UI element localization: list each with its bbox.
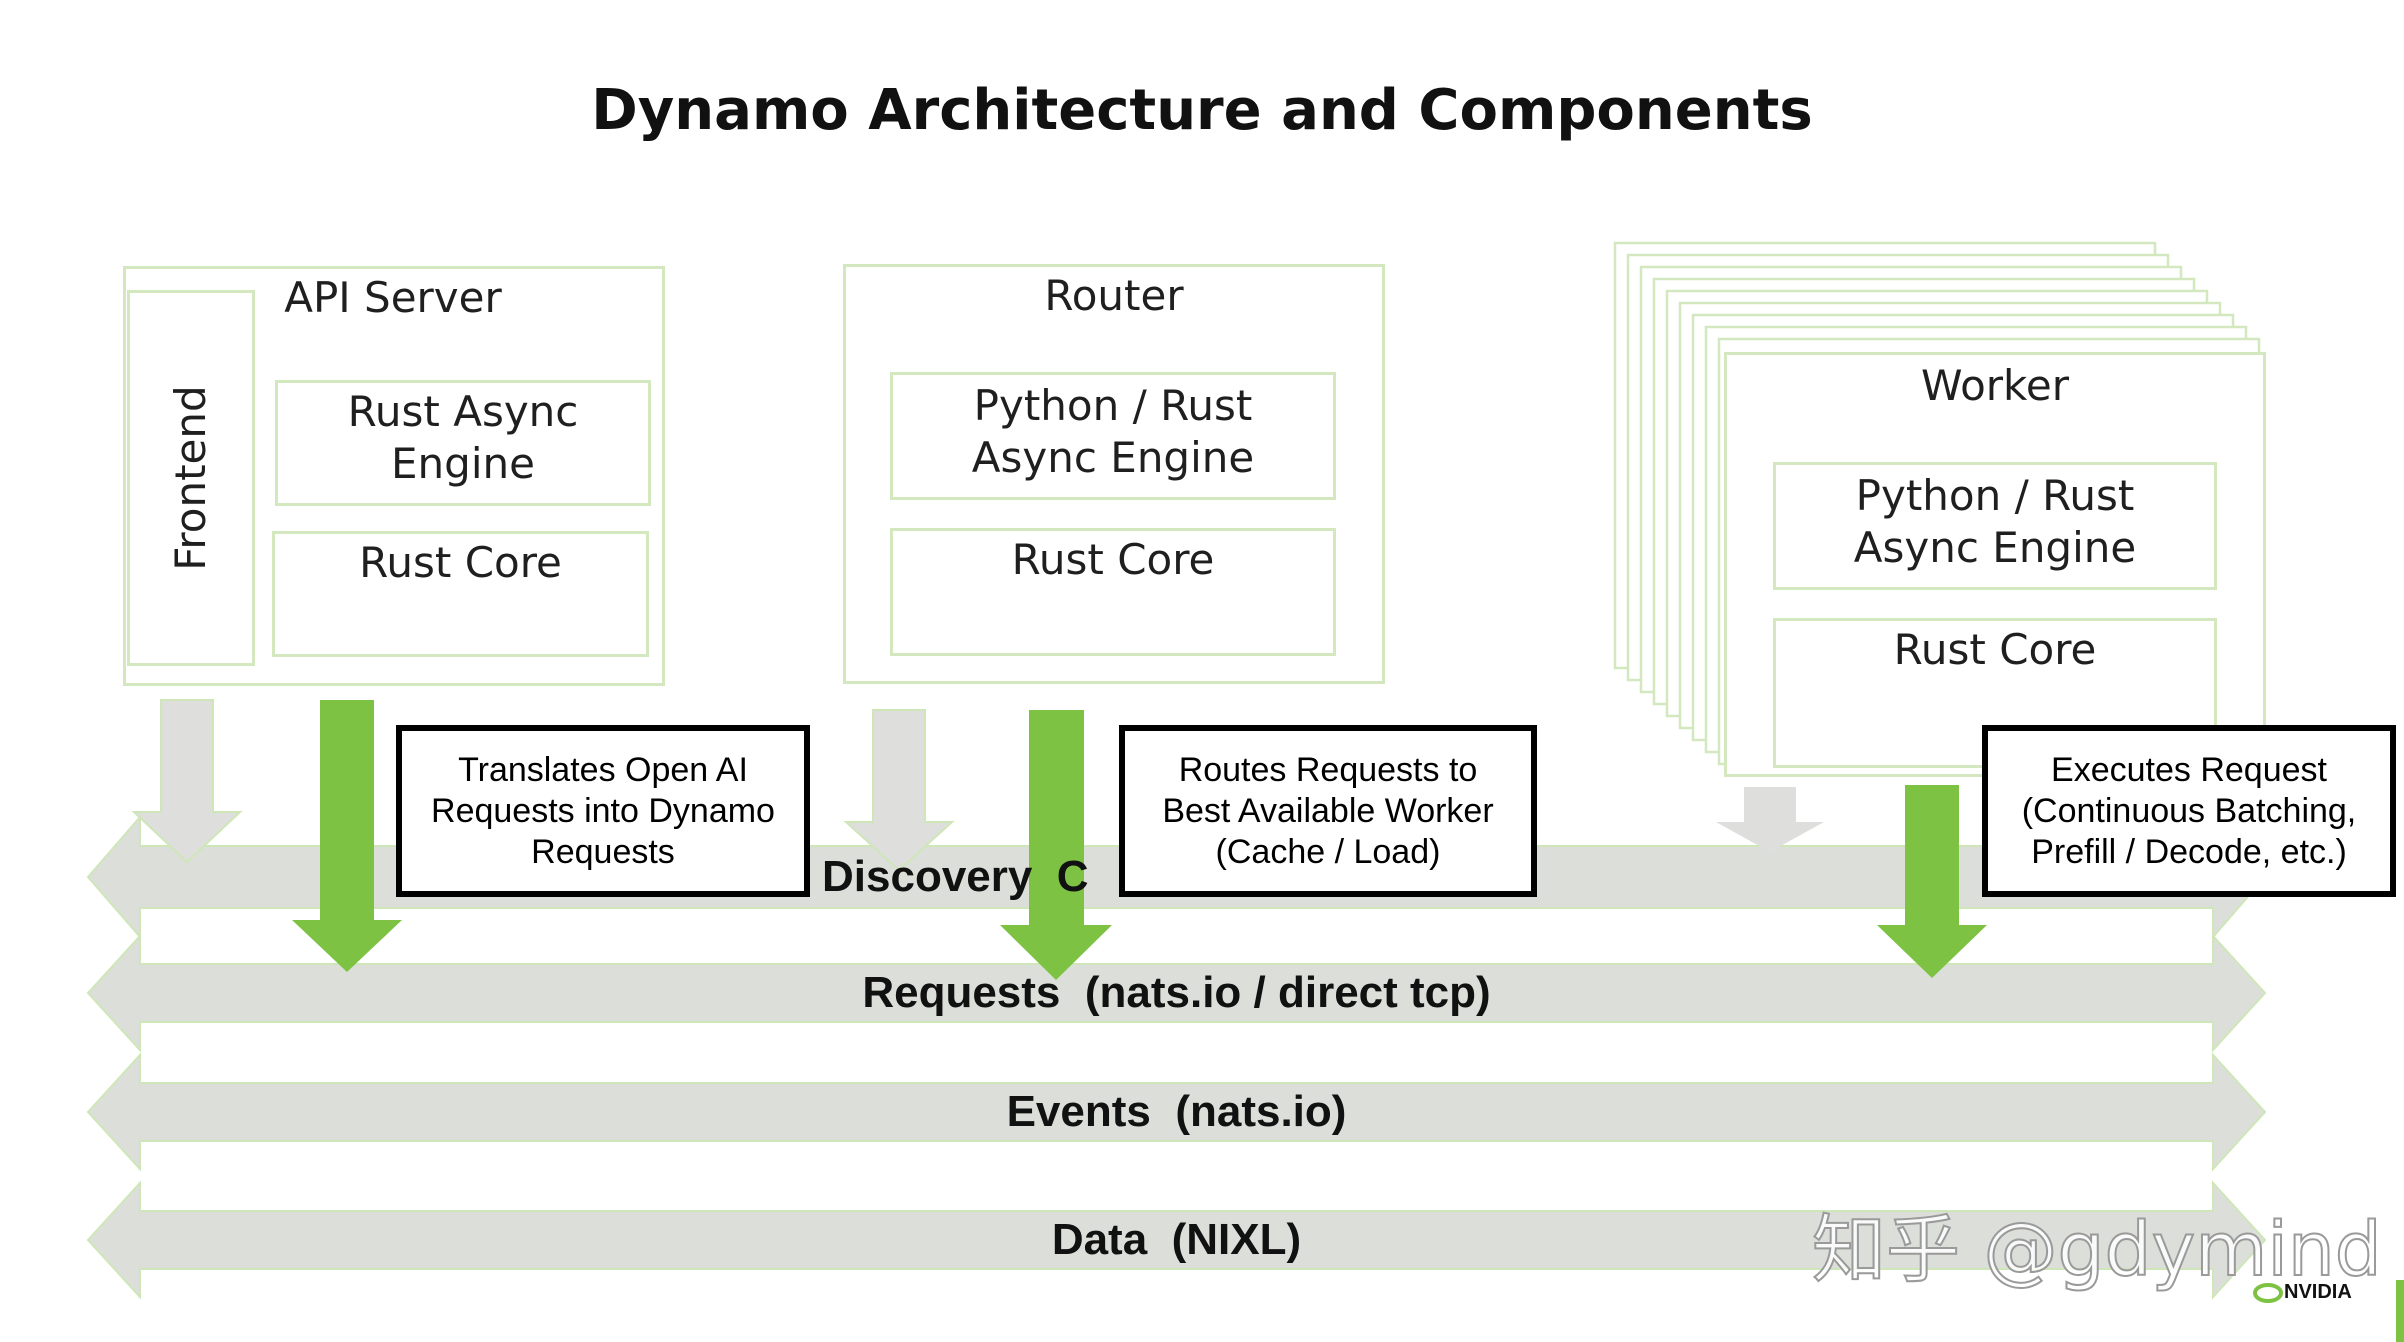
bus-requests-label: Requests (nats.io / direct tcp) xyxy=(862,968,1491,1017)
requests-down-arrow-worker xyxy=(1877,785,1987,978)
bus-requests-arrow xyxy=(86,933,2267,1053)
api-server-callout: Translates Open AI Requests into Dynamo … xyxy=(396,725,810,897)
discovery-down-arrow-worker xyxy=(1716,787,1824,852)
api-server-engine-label: Rust Async Engine xyxy=(347,387,579,488)
discovery-down-arrow-api xyxy=(131,699,243,864)
router-engine-box xyxy=(890,372,1336,500)
page-title: Dynamo Architecture and Components xyxy=(591,78,1813,143)
requests-down-arrow-router xyxy=(1000,710,1112,980)
worker-callout: Executes Request (Continuous Batching, P… xyxy=(1982,725,2396,897)
router-engine-label: Python / Rust Async Engine xyxy=(971,381,1255,482)
nvidia-brand: NVIDIA xyxy=(2284,1281,2352,1303)
worker-core-label: Rust Core xyxy=(1893,625,2097,674)
watermark-text: 知乎 @gdymind xyxy=(1811,1206,2383,1294)
api-server-engine-box xyxy=(275,380,651,506)
bus-data-arrow xyxy=(86,1180,2267,1300)
router-core-label: Rust Core xyxy=(1011,535,1215,584)
router-core-box xyxy=(890,528,1336,656)
router-title: Router xyxy=(1044,271,1184,320)
requests-down-arrow-api xyxy=(292,700,402,972)
bus-discovery-label: Discovery C xyxy=(822,852,1089,901)
router-callout: Routes Requests to Best Available Worker… xyxy=(1119,725,1537,897)
frontend-box xyxy=(127,290,255,666)
nvidia-logo-icon xyxy=(2253,1280,2404,1342)
bus-events-label: Events (nats.io) xyxy=(1006,1087,1347,1136)
worker-title: Worker xyxy=(1921,361,2069,410)
worker-engine-label: Python / Rust Async Engine xyxy=(1853,471,2137,572)
bus-events-arrow xyxy=(86,1052,2267,1172)
worker-engine-box xyxy=(1773,462,2217,590)
bus-data-label: Data (NIXL) xyxy=(1051,1215,1302,1264)
api-server-title: API Server xyxy=(284,273,502,322)
frontend-label: Frontend xyxy=(166,385,215,571)
api-server-core-label: Rust Core xyxy=(359,538,562,587)
api-server-core-box xyxy=(272,531,649,657)
discovery-down-arrow-router xyxy=(843,709,955,872)
